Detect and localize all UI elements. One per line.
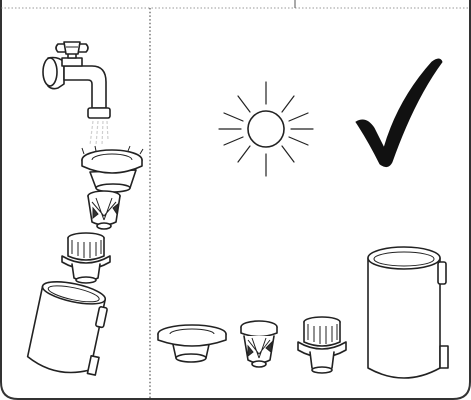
filter-fan xyxy=(88,191,120,229)
dust-container xyxy=(26,277,113,379)
drying-dust-container xyxy=(368,247,448,378)
filter-mesh xyxy=(62,233,110,283)
dry-panel xyxy=(158,59,448,378)
water-stream xyxy=(90,121,108,145)
check-icon xyxy=(356,59,442,167)
drying-filter-mesh xyxy=(298,317,346,373)
filter-cap xyxy=(82,146,143,192)
sun-icon xyxy=(219,82,313,176)
rinse-panel xyxy=(26,42,143,379)
drying-filter-fan xyxy=(241,321,277,367)
drying-filter-cap xyxy=(158,325,226,362)
faucet-icon xyxy=(43,42,110,118)
